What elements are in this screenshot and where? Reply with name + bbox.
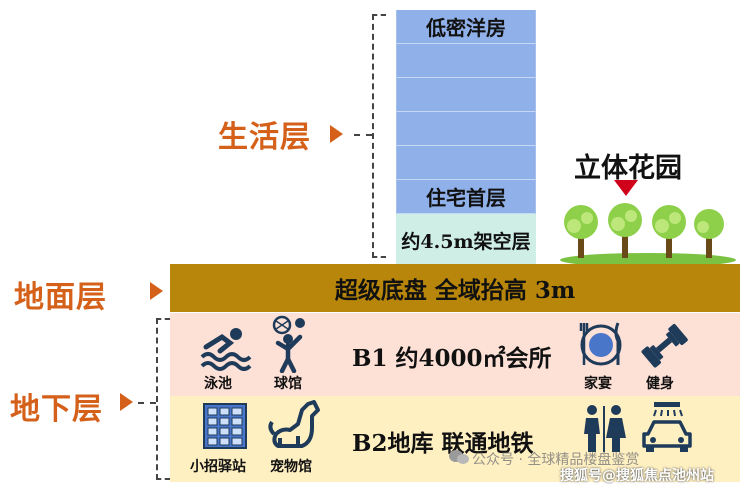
floor [396,112,536,146]
underground-level-label: 地下层 [10,392,103,427]
ground-level-label: 地面层 [14,280,107,315]
living-bracket-tick [354,134,372,136]
living-level-label: 生活层 [218,120,311,155]
sohu-watermark: 搜狐号@搜狐焦点池州站 [560,468,714,484]
grass-icon [560,253,736,266]
dog-icon [268,400,320,448]
b1-band: 泳池 球馆 B1 约4000㎡会所 家宴 健身 [170,313,740,396]
building: 低密洋房 住宅首层 约4.5m架空层 [396,10,536,266]
pet-house-label: 宠物馆 [270,459,312,475]
underground-bracket [156,318,170,480]
wechat-watermark: 公众号 · 全球精品楼盘鉴赏 [472,452,640,468]
ball-court-label: 球馆 [274,376,302,392]
dining-icon [579,322,622,366]
underground-arrow-icon [120,393,133,411]
floor-top: 低密洋房 [396,10,536,44]
gym-label: 健身 [646,376,674,392]
tree-icon [652,205,686,258]
floor-first: 住宅首层 [396,180,536,214]
wechat-icon [449,450,469,464]
parcel-locker-icon [203,403,247,449]
floor [396,146,536,180]
garden-trees-icon [560,203,736,266]
ball-sports-icon [272,315,305,373]
living-bracket [372,14,386,258]
restroom-icon [584,405,626,452]
tree-icon [564,205,598,258]
garden-label: 立体花园 [574,153,682,184]
floor [396,78,536,112]
dumbbell-icon [641,324,688,368]
pilotis-floor: 约4.5m架空层 [396,214,536,266]
garden-pointer-icon [614,180,638,196]
parcel-station-label: 小招驿站 [190,459,246,475]
tree-icon [608,203,642,258]
b1-title: B1 约4000㎡会所 [352,345,552,372]
car-wash-icon [642,402,692,452]
b2-band: 小招驿站 宠物馆 B2地库 联通地铁 [170,396,740,482]
swimming-icon [200,328,252,371]
banquet-label: 家宴 [584,376,612,392]
floor [396,44,536,78]
underground-bracket-tick [138,402,156,404]
b2-title: B2地库 联通地铁 [352,430,534,457]
pool-label: 泳池 [204,376,232,392]
ground-band: 超级底盘 全域抬高 3m [170,264,740,312]
living-arrow-icon [330,125,343,143]
ground-arrow-icon [150,282,163,300]
tree-icon [694,209,724,258]
